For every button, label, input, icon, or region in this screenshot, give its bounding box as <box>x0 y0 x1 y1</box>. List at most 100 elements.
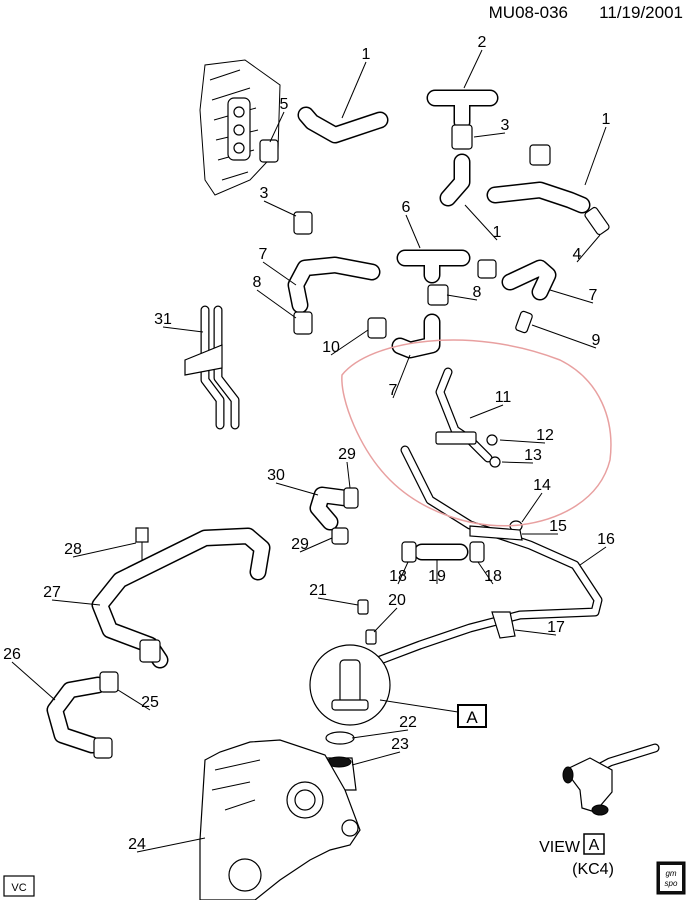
callout-10: 10 <box>322 339 340 356</box>
view-label: VIEW <box>539 839 581 856</box>
tee-fitting-2 <box>426 89 499 131</box>
callout-13: 13 <box>524 447 542 464</box>
leader-line-18 <box>397 561 409 585</box>
heater-core-housing <box>199 59 281 196</box>
hose-clamp-3-right <box>529 144 551 166</box>
callout-29: 29 <box>338 446 356 463</box>
callout-21: 21 <box>309 582 327 599</box>
callout-1: 1 <box>493 224 502 241</box>
callout-22: 22 <box>399 714 417 731</box>
leader-line-1 <box>464 204 498 241</box>
leader-line-7 <box>549 289 594 304</box>
leader-line-6 <box>405 214 421 249</box>
diagram-date: 11/19/2001 <box>599 3 683 22</box>
bolt-28 <box>135 527 149 560</box>
seal-22 <box>325 731 355 745</box>
callout-5: 5 <box>280 96 289 113</box>
callout-1: 1 <box>362 46 371 63</box>
callout-12: 12 <box>536 427 554 444</box>
detail-box-a: A <box>457 704 487 728</box>
callout-3: 3 <box>501 117 510 134</box>
callout-7: 7 <box>589 287 598 304</box>
hose-clamp-25-lower <box>93 737 113 759</box>
connector-9 <box>515 310 533 334</box>
callout-27: 27 <box>43 584 61 601</box>
tee-fitting-6 <box>396 249 471 284</box>
leader-line-1 <box>341 61 367 119</box>
callout-20: 20 <box>388 592 406 609</box>
leader-line-7 <box>262 261 297 286</box>
leader-line-7 <box>392 354 411 399</box>
leader-line-12 <box>499 439 546 444</box>
callout-26: 26 <box>3 646 21 663</box>
svg-text:gm: gm <box>665 869 676 878</box>
callout-9: 9 <box>592 332 601 349</box>
callout-23: 23 <box>391 736 409 753</box>
hose-clamp-10 <box>367 317 387 339</box>
leader-line-29 <box>346 461 351 489</box>
callout-29: 29 <box>291 536 309 553</box>
leader-line-1 <box>584 126 607 186</box>
red-highlight-ellipse <box>341 339 612 527</box>
callout-30: 30 <box>267 467 285 484</box>
callout-24: 24 <box>128 836 146 853</box>
hose-clamp-29-lower <box>331 527 349 545</box>
leader-line-2 <box>463 49 483 89</box>
callout-16: 16 <box>597 531 615 548</box>
hose-clamp-8-left <box>293 311 313 335</box>
bracket-17 <box>491 611 516 639</box>
leader-line-3 <box>263 200 297 217</box>
engine-front-cover-24 <box>199 739 361 900</box>
leader-line-8 <box>446 294 478 301</box>
callout-11: 11 <box>495 389 512 406</box>
leader-line-17 <box>514 629 557 636</box>
callout-18: 18 <box>389 568 407 585</box>
svg-text:spo: spo <box>665 879 678 888</box>
pipe-11 <box>435 367 493 463</box>
leader-line-22 <box>351 729 409 739</box>
leader-line-20 <box>373 607 398 633</box>
connector-4 <box>584 206 610 236</box>
hose-clamp-3-center <box>451 124 473 150</box>
detail-circle-a <box>309 644 459 726</box>
callout-7: 7 <box>389 382 398 399</box>
leader-line-29 <box>299 537 333 553</box>
leader-line-13 <box>501 461 534 464</box>
hose-1-center <box>439 153 471 207</box>
nut-13 <box>489 456 501 468</box>
diagram-code: MU08-036 <box>489 3 568 22</box>
bolt-20 <box>365 629 377 645</box>
callout-8: 8 <box>253 274 262 291</box>
callout-25: 25 <box>141 694 159 711</box>
leader-line-31 <box>162 326 204 333</box>
leader-line-30 <box>275 482 319 496</box>
view-letter-box: A <box>583 833 605 855</box>
callout-8: 8 <box>473 284 482 301</box>
callout-4: 4 <box>573 246 582 263</box>
svg-text:A: A <box>589 837 600 854</box>
hose-clamp-25-upper <box>99 671 119 693</box>
callout-3: 3 <box>260 185 269 202</box>
heater-pipe-16 <box>370 445 603 667</box>
leader-line-18 <box>477 561 494 585</box>
leader-line-27 <box>51 599 101 606</box>
callout-7: 7 <box>259 246 268 263</box>
leader-line-5 <box>269 111 285 143</box>
hose-30 <box>309 486 354 531</box>
hose-26 <box>46 676 107 754</box>
callout-6: 6 <box>402 199 411 216</box>
hose-1-right <box>486 181 591 214</box>
heater-pipes-31 <box>184 305 240 430</box>
view-a-fitting <box>562 743 660 816</box>
hose-7-left <box>287 256 381 314</box>
hose-clamp-18-left <box>401 541 417 563</box>
gm-spo-logo: gm spo <box>656 861 686 895</box>
callout-2: 2 <box>478 34 487 51</box>
hose-clamp-29-upper <box>343 487 359 509</box>
leader-line-28 <box>72 542 137 558</box>
hose-clamp-5 <box>259 139 279 163</box>
hose-clamp-8-right <box>477 259 497 279</box>
hose-7-right <box>501 259 557 301</box>
